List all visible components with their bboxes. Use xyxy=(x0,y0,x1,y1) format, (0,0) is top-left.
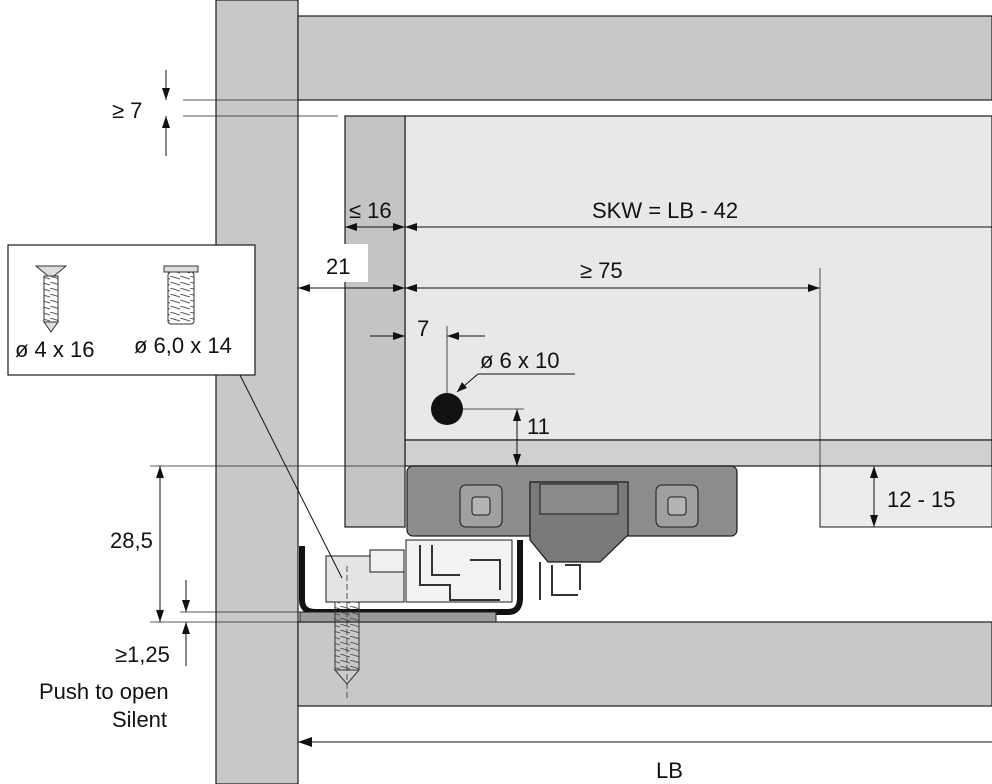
arrow-125-top xyxy=(182,600,190,612)
arrow-hole xyxy=(457,382,467,392)
arrow-gap-top xyxy=(162,88,170,100)
screw-label-2: ø 6,0 x 14 xyxy=(134,333,232,358)
bracket-housing-top xyxy=(369,549,405,573)
drawer-rear-lip xyxy=(819,465,992,528)
screw-label-1: ø 4 x 16 xyxy=(15,337,94,362)
arrow-11-bottom xyxy=(513,454,521,466)
mode-label-line1: Push to open xyxy=(39,679,169,704)
dim-wall-thickness: ≤ 16 xyxy=(349,198,392,223)
arrow-21-right xyxy=(393,284,405,292)
dim-hole-height: 11 xyxy=(527,414,550,439)
cabinet-bottom-shelf xyxy=(297,621,992,707)
arrow-7-right xyxy=(447,332,459,340)
cabinet-side-panel xyxy=(215,0,299,784)
drawer-bottom-edge xyxy=(404,439,992,467)
dim-min-125: ≥1,25 xyxy=(115,642,170,667)
arrow-width-left xyxy=(405,223,417,231)
screw-leader-line xyxy=(239,374,343,579)
arrow-wall-left xyxy=(345,223,357,231)
dim-gap-top: ≥ 7 xyxy=(112,98,142,123)
dim-offset-21: 21 xyxy=(326,254,350,279)
arrow-range-top xyxy=(870,466,878,478)
arrow-28-top xyxy=(156,466,164,478)
arrow-wall-right xyxy=(393,223,405,231)
arrow-75-left xyxy=(405,284,417,292)
arrow-7-left xyxy=(393,332,405,340)
dim-min-depth: ≥ 75 xyxy=(580,258,623,283)
dim-height-range: 12 - 15 xyxy=(887,487,956,512)
dim-drawer-width: SKW = LB - 42 xyxy=(592,198,738,223)
cabinet-top-shelf xyxy=(297,15,992,101)
arrow-lb-left xyxy=(298,737,312,747)
dim-hole: ø 6 x 10 xyxy=(480,348,559,373)
arrow-125-bottom xyxy=(182,622,190,634)
arrow-21-left xyxy=(298,284,310,292)
runner-hook-detail xyxy=(539,562,581,600)
mounting-hole xyxy=(431,393,463,425)
wood-screw-icon xyxy=(34,265,68,333)
drawer-side-wall xyxy=(344,115,406,528)
runner-clip-right-inner xyxy=(667,496,687,516)
runner-lever-tab xyxy=(539,483,619,515)
label-plate-21 xyxy=(300,244,368,282)
dim-height-28: 28,5 xyxy=(110,528,153,553)
arrow-gap-bottom xyxy=(162,116,170,128)
runner-spring-detail xyxy=(419,545,501,601)
bracket-mounting-plate xyxy=(299,611,497,623)
dim-offset-7: 7 xyxy=(417,316,429,341)
runner-mechanism xyxy=(299,465,738,685)
dim-clear-width: LB xyxy=(656,758,683,783)
arrow-range-bottom xyxy=(870,515,878,527)
euro-screw-icon xyxy=(163,265,199,325)
arrow-28-bottom xyxy=(156,610,164,622)
drawer-bottom-panel xyxy=(404,115,992,441)
bracket-inner-part xyxy=(405,539,513,603)
mode-label-line2: Silent xyxy=(112,707,167,732)
runner-clip-left-inner xyxy=(471,496,491,516)
arrow-75-right xyxy=(808,284,820,292)
arrow-11-top xyxy=(513,409,521,421)
